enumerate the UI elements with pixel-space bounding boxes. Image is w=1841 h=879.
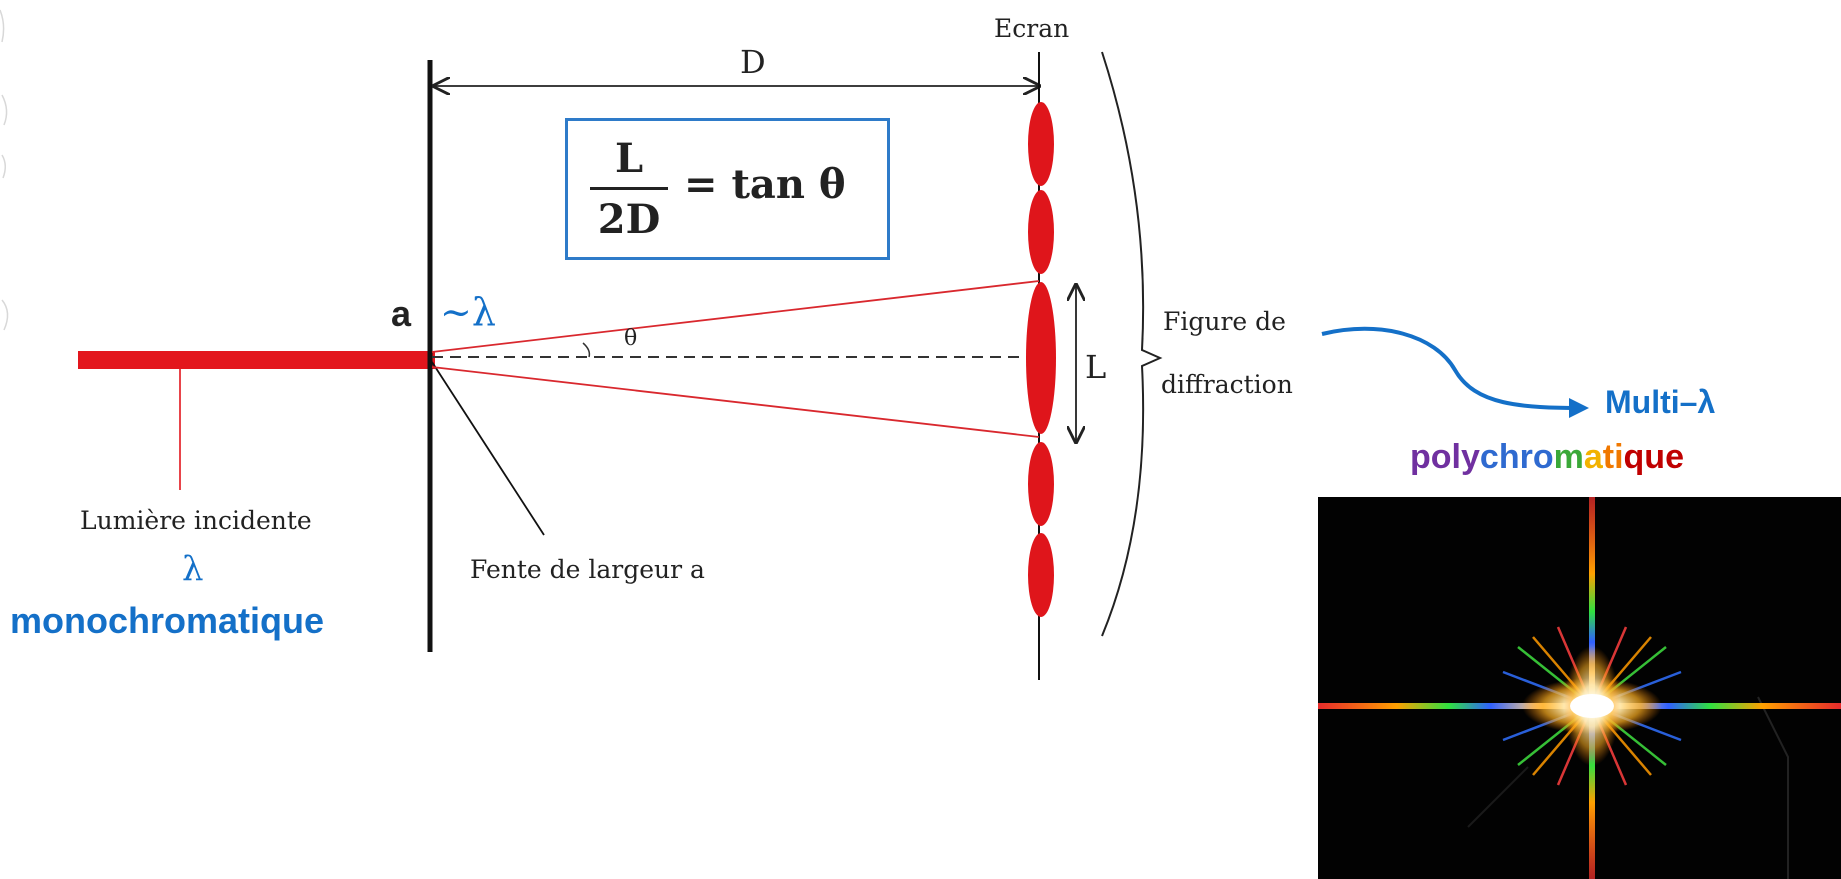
width-label: L [1085,348,1107,386]
photo-drawing [1318,497,1841,879]
fringe-bottom-1 [1028,442,1054,526]
slit-label: Fente de largeur a [470,555,705,584]
angle-arc [582,342,591,358]
formula-rhs: = tan θ [684,161,846,208]
lambda-label: λ [182,549,204,589]
fringe-top-2 [1028,102,1054,186]
slit-pointer-line [431,361,545,536]
polychromatique-label: polychromatique [1410,440,1684,474]
fringe-bottom-2 [1028,533,1054,617]
figure-brace [1101,51,1163,637]
ray-lower [431,366,1040,438]
slit-width-label: a [391,293,412,334]
figure-label-line2: diffraction [1161,370,1293,399]
distance-label: D [740,43,766,81]
fraction-bar [590,187,668,190]
mono-label: monochromatique [10,600,325,641]
polychromatique-segment: que [1623,438,1684,476]
multi-arrow [1321,326,1589,418]
formula-fraction: L 2D [590,133,668,248]
formula-box: L 2D = tan θ [565,118,890,260]
ray-upper [431,280,1040,353]
formula-numerator: L [614,135,644,182]
fringe-central [1026,282,1056,434]
fringe-top-1 [1028,190,1054,274]
polychromatique-segment: poly [1410,438,1480,476]
light-label: Lumière incidente [80,506,312,535]
figure-label-line1: Figure de [1163,307,1286,336]
slit-approx-label: ~λ [440,290,496,334]
edge-artifacts [0,9,9,331]
polychromatique-segment: chro [1479,438,1554,476]
ecran-label: Ecran [994,14,1070,43]
multi-label: Multi–λ [1605,384,1716,420]
polychromatique-segment: ti [1602,438,1624,476]
formula-denominator: 2D [597,196,661,243]
polychromatique-segment: a [1583,438,1603,476]
diffraction-fringes [1026,102,1056,617]
diffraction-photo [1318,497,1841,879]
incident-beam [78,351,435,369]
polychromatique-segment: m [1553,438,1584,476]
angle-label: θ [624,326,638,351]
